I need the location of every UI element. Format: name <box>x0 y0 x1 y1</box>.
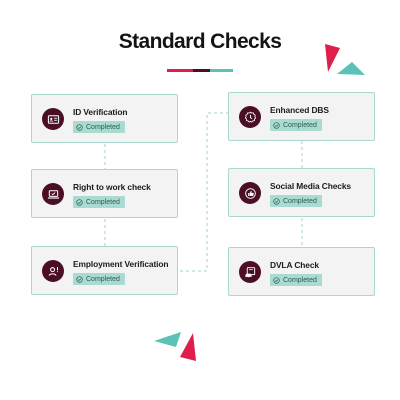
status-badge: Completed <box>270 195 322 207</box>
page-title: Standard Checks <box>118 30 282 53</box>
decor-triangle-red-top <box>325 44 340 72</box>
status-badge: Completed <box>270 274 322 286</box>
title-underline-red <box>167 69 193 72</box>
check-label: ID Verification <box>73 107 128 117</box>
check-label: Right to work check <box>73 182 151 192</box>
check-circle-icon <box>76 198 83 206</box>
decor-triangle-teal-top <box>337 62 365 75</box>
check-label: Enhanced DBS <box>270 105 329 115</box>
status-badge: Completed <box>73 196 125 208</box>
check-circle-icon <box>76 123 83 131</box>
connector-cross <box>180 112 228 272</box>
status-text: Completed <box>86 198 120 206</box>
check-circle-icon <box>273 121 280 129</box>
title-underline-maroon <box>193 69 210 72</box>
check-card-dvla: DVLA Check Completed <box>228 247 375 296</box>
status-text: Completed <box>283 276 317 284</box>
status-text: Completed <box>283 121 317 129</box>
check-circle-icon <box>76 275 83 283</box>
status-badge: Completed <box>73 273 125 285</box>
decor-triangle-red-bottom <box>180 333 196 361</box>
status-text: Completed <box>86 123 120 131</box>
status-text: Completed <box>86 275 120 283</box>
check-card-id-verification: ID Verification Completed <box>31 94 178 143</box>
status-badge: Completed <box>73 121 125 133</box>
check-circle-icon <box>273 197 280 205</box>
person-alert-icon <box>42 260 64 282</box>
check-card-social-media: Social Media Checks Completed <box>228 168 375 217</box>
clock-shield-icon <box>239 106 261 128</box>
check-circle-icon <box>273 276 280 284</box>
status-badge: Completed <box>270 119 322 131</box>
check-card-employment-verification: Employment Verification Completed <box>31 246 178 295</box>
check-label: Employment Verification <box>73 259 169 269</box>
check-label: Social Media Checks <box>270 181 351 191</box>
check-card-enhanced-dbs: Enhanced DBS Completed <box>228 92 375 141</box>
decor-triangle-teal-bottom <box>154 332 181 347</box>
title-underline-teal <box>210 69 233 72</box>
check-card-right-to-work: Right to work check Completed <box>31 169 178 218</box>
status-text: Completed <box>283 197 317 205</box>
check-label: DVLA Check <box>270 260 319 270</box>
id-card-icon <box>42 108 64 130</box>
car-document-icon <box>239 261 261 283</box>
laptop-check-icon <box>42 183 64 205</box>
like-chat-icon <box>239 182 261 204</box>
